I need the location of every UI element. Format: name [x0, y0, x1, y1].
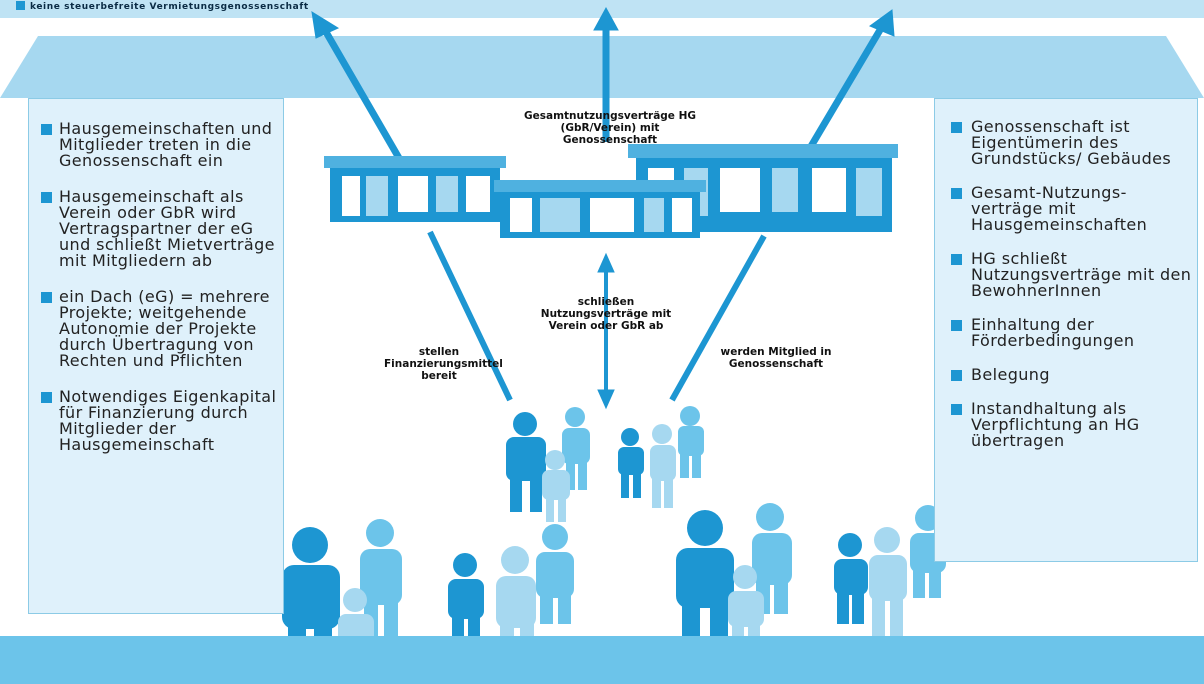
right-list-item: HG schließt Nutzungsverträge mit den Bew… [935, 251, 1197, 299]
right-list-item: Genossenschaft ist Eigentümerin des Grun… [935, 119, 1197, 167]
arrow-icon-group [311, 6, 895, 410]
left-list-item: ein Dach (eG) = mehrere Projekte; weitge… [29, 289, 283, 369]
label-membership: werden Mitglied in Genossenschaft [720, 346, 832, 370]
house-icon-middle [494, 180, 706, 238]
bullet-square-icon [41, 192, 52, 203]
header-title: keine steuerbefreite Vermietungsgenossen… [16, 1, 309, 12]
bullet-square-icon [951, 320, 962, 331]
roof-shape [0, 36, 1204, 98]
person-icon-group-center [506, 406, 704, 522]
right-list-item: Einhaltung der Förderbedingungen [935, 317, 1197, 349]
left-list-item: Hausgemeinschaften und Mitglieder treten… [29, 121, 283, 169]
bullet-square-icon [16, 1, 25, 10]
bullet-square-icon [951, 404, 962, 415]
bullet-square-icon [41, 392, 52, 403]
right-list-item: Instandhaltung als Verpflichtung an HG ü… [935, 401, 1197, 449]
label-contracts-top: Gesamtnutzungsverträge HG (GbR/Verein) m… [524, 110, 696, 146]
right-list-item: Belegung [935, 367, 1197, 383]
bullet-square-icon [951, 254, 962, 265]
bullet-square-icon [951, 122, 962, 133]
label-contracts-mid: schließen Nutzungsverträge mit Verein od… [540, 296, 672, 332]
right-info-panel: Genossenschaft ist Eigentümerin des Grun… [934, 98, 1198, 562]
left-list-item: Hausgemeinschaft als Verein oder GbR wir… [29, 189, 283, 269]
left-info-panel: Hausgemeinschaften und Mitglieder treten… [28, 98, 284, 614]
right-list-item: Gesamt-Nutzungs-verträge mit Hausgemeins… [935, 185, 1197, 233]
bullet-square-icon [41, 124, 52, 135]
bullet-square-icon [951, 188, 962, 199]
house-icon-left [324, 156, 506, 222]
left-list-item: Notwendiges Eigenkapital für Finanzierun… [29, 389, 283, 453]
ground-band [0, 636, 1204, 684]
label-financing: stellen Finanzierungsmittel bereit [384, 346, 503, 382]
top-banner [0, 0, 1204, 18]
bullet-square-icon [951, 370, 962, 381]
bullet-square-icon [41, 292, 52, 303]
